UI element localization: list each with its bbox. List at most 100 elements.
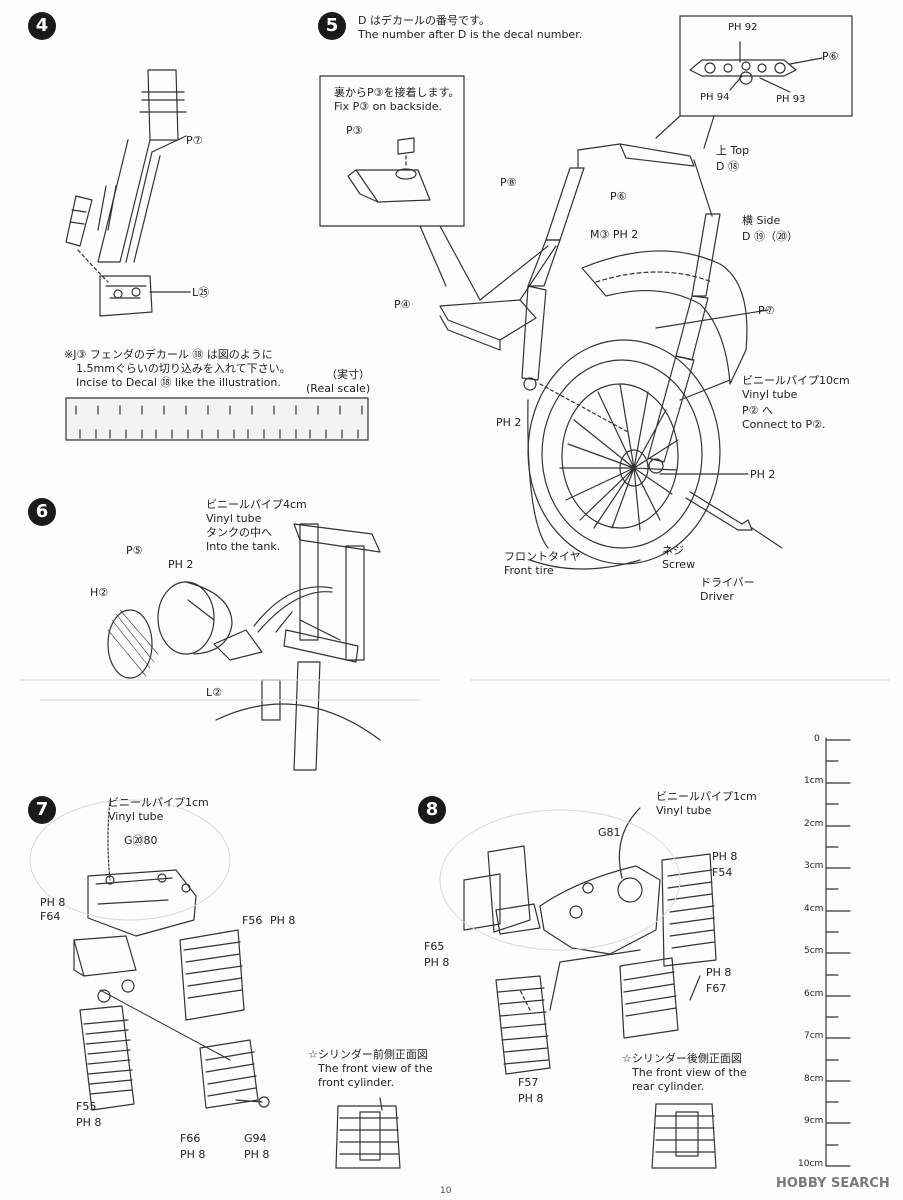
s5-label-ph2a: PH 2 (496, 416, 522, 429)
s7-front-en2: front cylinder. (318, 1076, 395, 1089)
s5-screw-en: Screw (662, 558, 696, 571)
step-5-badge: 5 (318, 12, 346, 40)
step4-fork-illustration (65, 69, 191, 317)
ruler-label-7: 7cm (804, 1031, 824, 1041)
s5-label-top: 上 Top (716, 144, 750, 157)
s8-label-f67: F67 (706, 982, 727, 995)
watermark: HOBBY SEARCH (776, 1176, 890, 1191)
s5-label-d18: D ⑱ (716, 160, 739, 173)
s5-driver-en: Driver (700, 590, 734, 603)
s7-label-f55: F55 (76, 1100, 97, 1113)
s5-label-p6: P⑥ (610, 190, 627, 203)
s7-label-ph8c: PH 8 (76, 1116, 102, 1129)
step5-fork-wheel-illustration (439, 143, 783, 570)
s5-connect-jp: P② へ (742, 404, 773, 417)
s4-real-scale-en: (Real scale) (306, 382, 371, 395)
s5-label-ph92: PH 92 (728, 22, 758, 33)
s4-note-jp2: 1.5mmぐらいの切り込みを入れて下さい。 (76, 362, 291, 375)
s6-tank-jp: タンクの中へ (206, 526, 272, 539)
ruler-label-1: 1cm (804, 776, 824, 786)
s5-decal-en: The number after D is the decal number. (358, 28, 583, 41)
ruler-label-0: 0 (814, 734, 820, 744)
s5-tire-jp: フロントタイヤ (504, 550, 581, 563)
s7-label-f66: F66 (180, 1132, 201, 1145)
step-6-badge: 6 (28, 498, 56, 526)
s7-label-ph8b: PH 8 (270, 914, 296, 927)
s7-label-g94: G94 (244, 1132, 267, 1145)
s8-label-ph8b: PH 8 (424, 956, 450, 969)
s7-front-en1: The front view of the (318, 1062, 433, 1075)
s6-label-p5: P⑤ (126, 544, 143, 557)
s5-label-ph2b: PH 2 (750, 468, 776, 481)
s5-label-p6-inset: P⑥ (822, 50, 839, 63)
s6-vinyl-jp: ビニールパイプ4cm (206, 498, 307, 511)
s5-label-p7: P⑦ (758, 304, 775, 317)
s7-vinyl-jp: ビニールパイプ1cm (108, 796, 209, 809)
ruler-label-3: 3cm (804, 861, 824, 871)
page-number: 10 (440, 1186, 452, 1196)
step7-cylinder-illustration (73, 799, 401, 1169)
ruler-label-9: 9cm (804, 1116, 824, 1126)
s7-label-ph8d: PH 8 (180, 1148, 206, 1161)
step5-inset-box (319, 75, 465, 227)
step6-headlight-illustration (107, 523, 381, 771)
s8-label-g81: G81 (598, 826, 621, 839)
ruler-label-10: 10cm (798, 1159, 824, 1169)
s5-label-ph94: PH 94 (700, 92, 730, 103)
ruler-label-4: 4cm (804, 904, 824, 914)
s4-label-p7: P⑦ (186, 134, 203, 147)
s6-label-h2: H② (90, 586, 109, 599)
ruler-label-6: 6cm (804, 989, 824, 999)
s8-label-f57: F57 (518, 1076, 539, 1089)
s4-real-scale-jp: （実寸） (326, 368, 370, 381)
s7-label-ph8e: PH 8 (244, 1148, 270, 1161)
s8-rear-en2: rear cylinder. (632, 1080, 705, 1093)
s7-label-g80: G⑳80 (124, 834, 158, 847)
s4-note-jp: ※J③ フェンダのデカール ⑱ は図のように (64, 348, 273, 361)
s5-vinyl-jp: ビニールパイプ10cm (742, 374, 850, 387)
s5-decal-jp: D はデカールの番号です。 (358, 14, 490, 27)
s5-tire-en: Front tire (504, 564, 554, 577)
s5-screw-jp: ネジ (662, 544, 684, 557)
s8-label-f65: F65 (424, 940, 445, 953)
s5-fix-jp: 裏からP③を接着します。 (334, 86, 460, 99)
s8-label-f54: F54 (712, 866, 733, 879)
s8-label-ph8d: PH 8 (518, 1092, 544, 1105)
s5-label-ph93: PH 93 (776, 94, 806, 105)
s8-vinyl-jp: ビニールパイプ1cm (656, 790, 757, 803)
ruler-label-2: 2cm (804, 819, 824, 829)
s5-label-side: 横 Side (742, 214, 781, 227)
s7-label-f64: F64 (40, 910, 61, 923)
vertical-ruler (825, 737, 851, 1167)
s8-label-ph8a: PH 8 (712, 850, 738, 863)
s4-label-l25: L㉕ (192, 286, 210, 299)
s5-connect-en: Connect to P②. (742, 418, 826, 431)
s7-front-jp: ☆シリンダー前側正面図 (308, 1048, 428, 1061)
s6-tank-en: Into the tank. (206, 540, 281, 553)
step8-cylinder-illustration (463, 807, 717, 1169)
s7-label-f56: F56 (242, 914, 263, 927)
s6-label-l2: L② (206, 686, 222, 699)
step-4-badge: 4 (28, 12, 56, 40)
ruler-label-5: 5cm (804, 946, 824, 956)
s5-fix-en: Fix P③ on backside. (334, 100, 442, 113)
s8-label-ph8c: PH 8 (706, 966, 732, 979)
step-7-badge: 7 (28, 796, 56, 824)
s5-label-m3: M③ PH 2 (590, 228, 639, 241)
s6-vinyl-en: Vinyl tube (206, 512, 262, 525)
s8-vinyl-en: Vinyl tube (656, 804, 712, 817)
s6-label-ph2: PH 2 (168, 558, 194, 571)
s7-vinyl-en: Vinyl tube (108, 810, 164, 823)
s5-label-p4: P④ (394, 298, 411, 311)
real-scale-ruler (65, 397, 369, 441)
s5-label-p3: P③ (346, 124, 363, 137)
s5-driver-jp: ドライバー (700, 576, 755, 589)
s4-note-en: Incise to Decal ⑱ like the illustration. (76, 376, 281, 389)
s8-rear-jp: ☆シリンダー後側正面図 (622, 1052, 742, 1065)
step5-top-bracket-inset (679, 15, 853, 117)
s5-vinyl-en: Vinyl tube (742, 388, 798, 401)
s8-rear-en1: The front view of the (632, 1066, 747, 1079)
s5-label-p8: P⑧ (500, 176, 517, 189)
